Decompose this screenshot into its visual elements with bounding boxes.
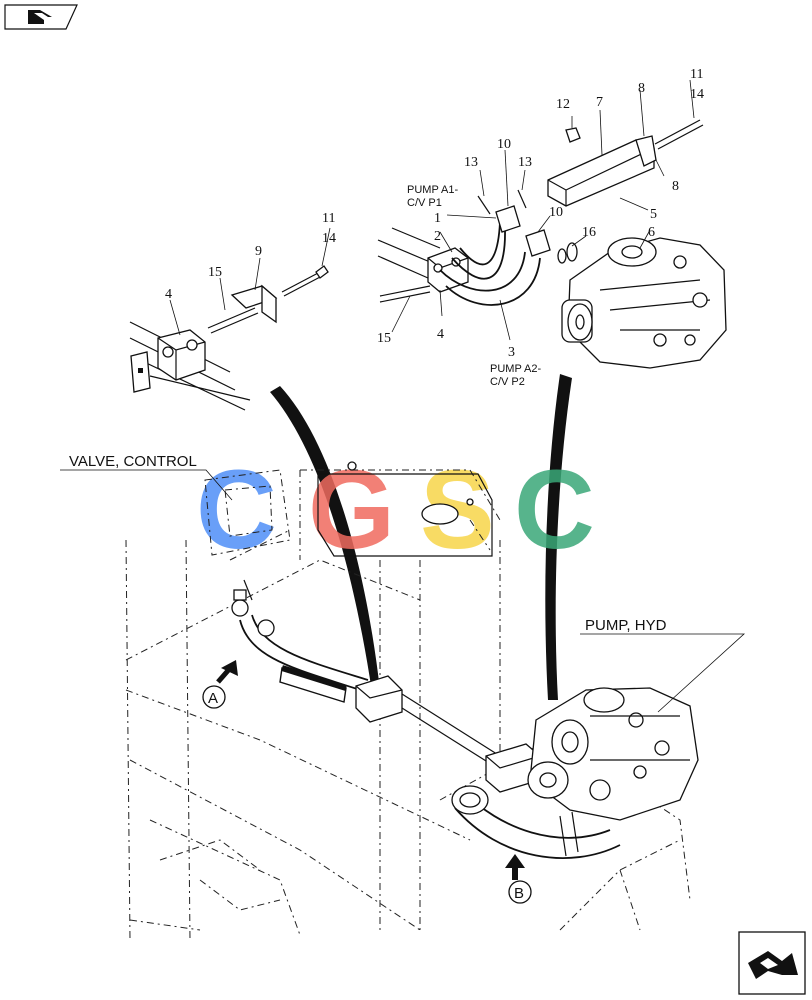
part-label-7: 7	[596, 95, 603, 110]
part-label-10: 10	[497, 137, 511, 152]
callout-pump-hyd-group: PUMP, HYD	[580, 617, 746, 713]
detail-hose-pump-assembly: 1 2 3 4 5 6 7 8 8 10 10 11 14 12 13 13 1…	[377, 67, 727, 388]
callout-valve-control: VALVE, CONTROL	[69, 453, 197, 470]
view-label-b: B	[514, 885, 524, 902]
callout-cv-p2: C/V P2	[490, 376, 525, 388]
part-label-11: 11	[322, 211, 335, 226]
part-label-11b: 11	[690, 67, 703, 82]
hydraulic-pump-main	[527, 687, 699, 821]
detail-clamp-assembly: 4 15 9 11 14	[129, 211, 336, 411]
part-label-1: 1	[434, 211, 441, 226]
detail-pointer-right	[545, 374, 572, 700]
part-label-4: 4	[165, 287, 172, 302]
page-next-icon	[738, 931, 806, 995]
part-label-5: 5	[650, 207, 657, 222]
next-page-button[interactable]	[738, 931, 806, 995]
part-label-15: 15	[208, 265, 222, 280]
part-label-14: 14	[322, 231, 336, 246]
part-label-4b: 4	[437, 327, 444, 342]
part-label-8: 8	[638, 81, 645, 96]
part-label-9: 9	[255, 244, 262, 259]
callout-valve-control-group: VALVE, CONTROL	[60, 453, 233, 501]
part-label-12: 12	[556, 97, 570, 112]
part-label-2: 2	[434, 229, 441, 244]
detail-pointer-left	[270, 386, 380, 692]
part-label-10b: 10	[549, 205, 563, 220]
view-marker-a	[202, 685, 226, 709]
callout-cv-p1: C/V P1	[407, 197, 442, 209]
part-label-14b: 14	[690, 87, 704, 102]
view-label-a: A	[208, 690, 218, 707]
part-label-13: 13	[464, 155, 478, 170]
part-label-13b: 13	[518, 155, 532, 170]
callout-pump-a2: PUMP A2-	[490, 363, 541, 375]
page-back-icon	[4, 4, 78, 30]
callout-pump-hyd: PUMP, HYD	[585, 617, 667, 634]
watermark-letter-1: C	[196, 447, 277, 572]
part-label-6: 6	[648, 225, 655, 240]
view-marker-b	[508, 880, 532, 904]
part-label-15b: 15	[377, 331, 391, 346]
previous-page-button[interactable]	[4, 4, 78, 30]
machine-frame-view: A B	[125, 461, 699, 941]
part-label-16: 16	[582, 225, 596, 240]
hydraulic-pump-drawing	[561, 237, 727, 369]
watermark-letter-4: C	[514, 447, 595, 572]
part-label-8b: 8	[672, 179, 679, 194]
watermark-logo: C G S C	[196, 447, 595, 572]
callout-pump-a1: PUMP A1-	[407, 184, 458, 196]
part-label-3: 3	[508, 345, 515, 360]
